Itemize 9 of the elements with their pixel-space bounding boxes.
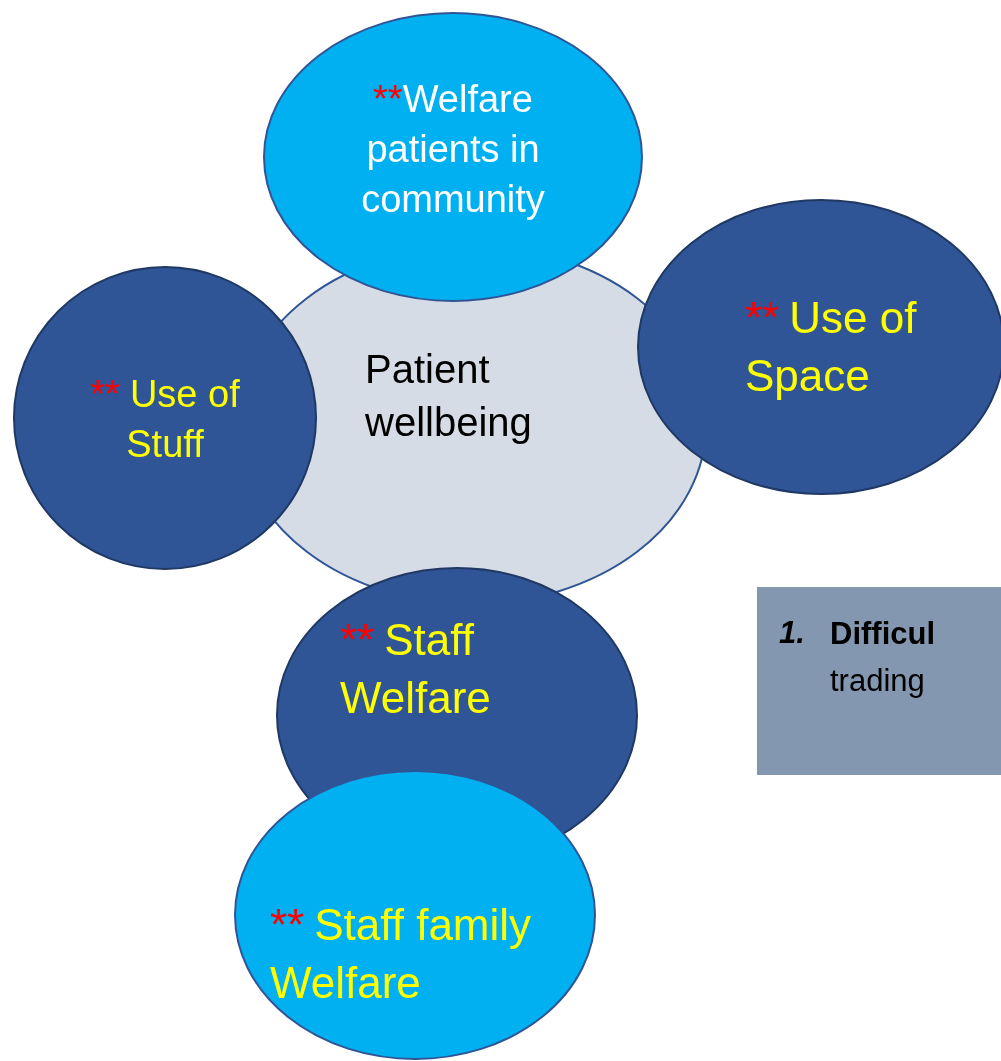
ellipse-label: ** Staff family Welfare [270,899,533,1010]
ellipse-label: Patient wellbeing [365,346,533,446]
note-panel [757,587,1001,775]
ellipse-label: **Welfare patients in community [360,77,546,223]
ellipse-label: ** Staff Welfare [340,614,492,725]
ellipse-label: ** Use of Space [745,292,918,403]
note-text: Difficul trading [830,615,937,700]
list-number: 1. [779,615,805,651]
ellipse-label: ** Use of Stuff [89,372,241,468]
